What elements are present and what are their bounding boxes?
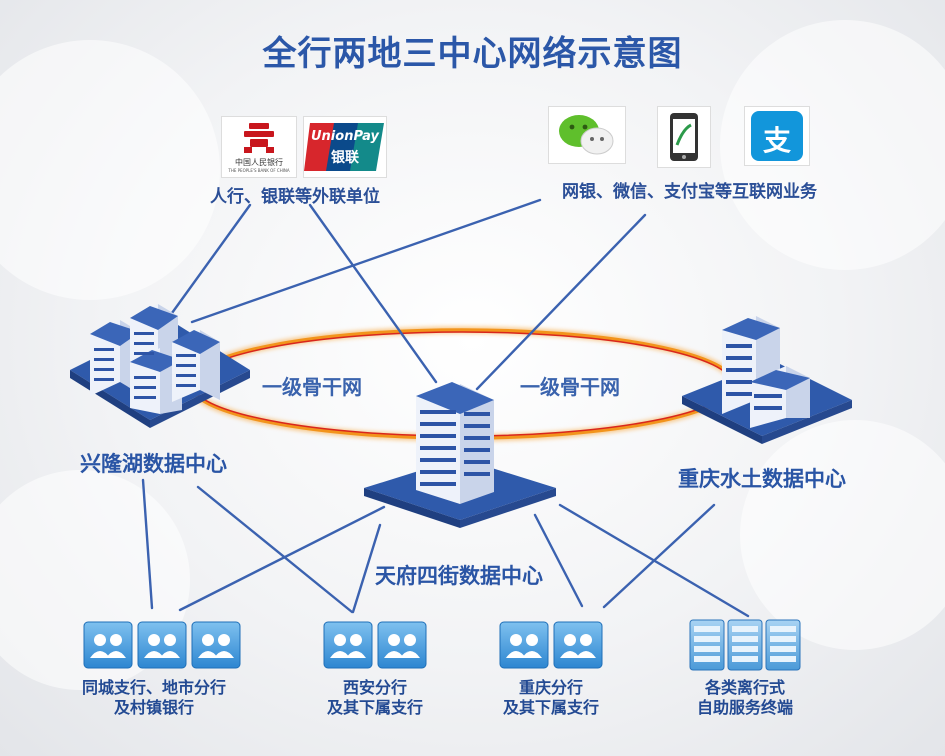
alipay-icon: 支 xyxy=(751,111,803,161)
link-chongqing-dc-branch xyxy=(602,503,716,609)
backbone-label-left: 一级骨干网 xyxy=(262,375,362,399)
mobile-phone-icon xyxy=(670,113,698,161)
mobile-banking-logo xyxy=(657,106,711,168)
link-tianfu-chongqing-branch xyxy=(533,513,584,608)
link-internet-xinglonghu xyxy=(190,198,542,324)
users-icon xyxy=(377,621,427,669)
local-branches-label-line2: 及村镇银行 xyxy=(113,698,194,717)
alipay-logo: 支 xyxy=(744,106,810,166)
users-icon xyxy=(553,621,603,669)
xinglonghu-datacenter-icon xyxy=(70,304,250,428)
xian-branch-label-line1: 西安分行 xyxy=(342,678,407,697)
users-icon xyxy=(83,621,133,669)
users-icon xyxy=(323,621,373,669)
pbc-logo-en: THE PEOPLE'S BANK OF CHINA xyxy=(228,168,290,173)
background-bubble xyxy=(0,40,220,300)
chongqing-branch-label-line2: 及其下属支行 xyxy=(502,698,599,717)
wechat-logo xyxy=(548,106,626,164)
tianfu-datacenter-label: 天府四街数据中心 xyxy=(375,564,543,588)
unionpay-icon xyxy=(304,123,384,171)
server-rack-icon xyxy=(765,619,801,671)
link-xinglonghu-xian xyxy=(196,485,354,614)
internet-business-label: 网银、微信、支付宝等互联网业务 xyxy=(562,182,817,202)
self-service-terminal-label-line1: 各类离行式 xyxy=(704,678,785,697)
pbc-logo-text: 中国人民银行 xyxy=(235,158,283,167)
link-tianfu-xian xyxy=(351,523,382,614)
pbc-logo: 中国人民银行 THE PEOPLE'S BANK OF CHINA xyxy=(221,116,297,178)
link-pbc-xinglonghu xyxy=(170,203,252,315)
alipay-glyph: 支 xyxy=(762,124,791,157)
pbc-emblem-icon xyxy=(244,123,274,153)
xian-branch-icons xyxy=(323,621,427,669)
xinglonghu-datacenter-label: 兴隆湖数据中心 xyxy=(80,452,227,476)
chongqing-datacenter-label: 重庆水土数据中心 xyxy=(678,467,846,491)
chongqing-branch-label-line1: 重庆分行 xyxy=(518,678,583,697)
link-tianfu-selfservice xyxy=(558,503,750,618)
self-service-terminal-label: 各类离行式 自助服务终端 xyxy=(680,678,810,718)
chongqing-datacenter-icon xyxy=(682,316,852,444)
local-branches-label-line1: 同城支行、地市分行 xyxy=(81,678,226,697)
self-service-terminal-label-line2: 自助服务终端 xyxy=(696,698,793,717)
server-rack-icon xyxy=(689,619,725,671)
diagram-title: 全行两地三中心网络示意图 xyxy=(262,34,683,74)
link-tianfu-local xyxy=(178,505,386,612)
wechat-icon xyxy=(559,115,614,155)
users-icon xyxy=(191,621,241,669)
chongqing-branch-label: 重庆分行 及其下属支行 xyxy=(476,678,626,718)
tianfu-datacenter-icon xyxy=(364,382,556,528)
unionpay-logo: UnionPay 银联 xyxy=(303,116,387,178)
local-branches-icons xyxy=(83,621,241,669)
xian-branch-label-line2: 及其下属支行 xyxy=(326,698,423,717)
link-xinglonghu-local xyxy=(141,478,154,610)
users-icon xyxy=(137,621,187,669)
server-rack-icon xyxy=(727,619,763,671)
unionpay-logo-text: UnionPay xyxy=(311,129,379,144)
link-pbc-tianfu xyxy=(308,203,438,384)
background-bubble xyxy=(740,420,945,650)
self-service-terminal-icons xyxy=(689,619,801,671)
link-internet-tianfu xyxy=(475,213,647,391)
local-branches-label: 同城支行、地市分行 及村镇银行 xyxy=(56,678,252,718)
chongqing-branch-icons xyxy=(499,621,603,669)
xian-branch-label: 西安分行 及其下属支行 xyxy=(300,678,450,718)
backbone-label-right: 一级骨干网 xyxy=(520,375,620,399)
users-icon xyxy=(499,621,549,669)
unionpay-logo-cn: 银联 xyxy=(331,150,359,166)
external-partners-label: 人行、银联等外联单位 xyxy=(210,187,380,207)
